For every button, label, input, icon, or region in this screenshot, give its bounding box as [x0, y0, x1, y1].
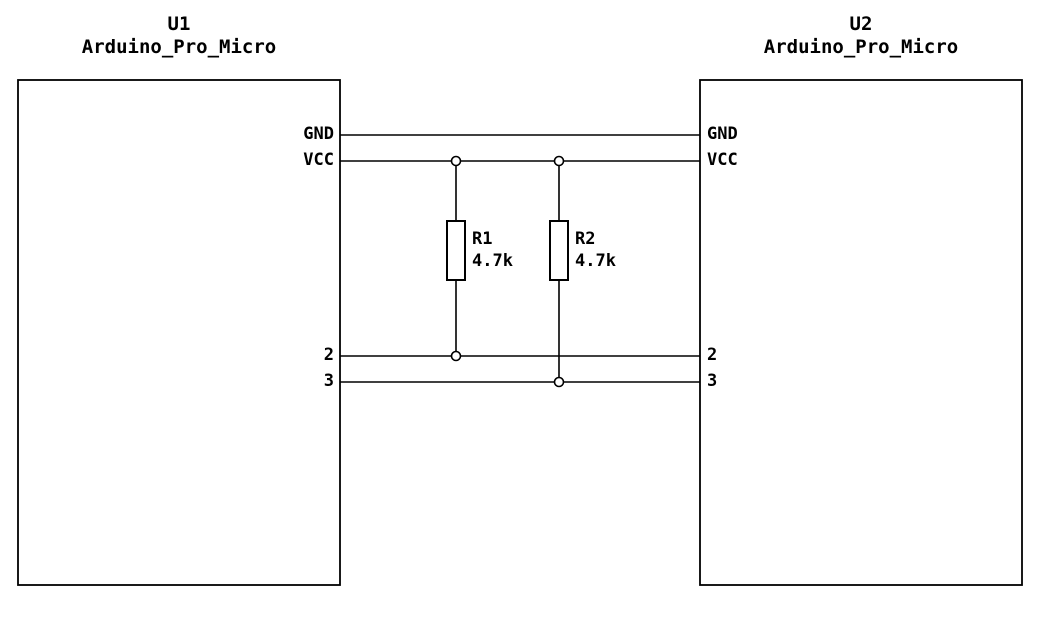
- u2-pin-vcc-label: VCC: [707, 150, 738, 170]
- u1-pin-vcc-label: VCC: [303, 150, 334, 170]
- u2-body: [699, 79, 1023, 586]
- u2-pin-gnd-label: GND: [707, 124, 738, 144]
- resistor-r2: R2 4.7k: [549, 220, 616, 281]
- resistor-r1: R1 4.7k: [446, 220, 513, 281]
- r2-reference: R2: [575, 229, 595, 249]
- junction-r1-pin2: [450, 350, 462, 362]
- junction-r2-vcc: [553, 155, 565, 167]
- r1-body: [446, 220, 466, 281]
- u1-body: [17, 79, 341, 586]
- r2-body: [549, 220, 569, 281]
- component-u1: U1 Arduino_Pro_Micro GND VCC 2 3: [17, 13, 341, 586]
- u2-pin-3-label: 3: [707, 371, 717, 391]
- junction-r1-vcc: [450, 155, 462, 167]
- r1-value: 4.7k: [472, 251, 513, 271]
- junctions: [450, 155, 565, 388]
- u2-pin-2-label: 2: [707, 345, 717, 365]
- u1-pin-3-label: 3: [324, 371, 334, 391]
- junction-r2-pin3: [553, 376, 565, 388]
- u2-reference: U2: [850, 13, 873, 35]
- u1-value: Arduino_Pro_Micro: [82, 36, 276, 58]
- u2-value: Arduino_Pro_Micro: [764, 36, 958, 58]
- component-u2: U2 Arduino_Pro_Micro GND VCC 2 3: [699, 13, 1023, 586]
- u1-pin-gnd-label: GND: [303, 124, 334, 144]
- u1-pin-2-label: 2: [324, 345, 334, 365]
- r2-value: 4.7k: [575, 251, 616, 271]
- wires: [340, 134, 700, 383]
- r1-reference: R1: [472, 229, 492, 249]
- u1-reference: U1: [168, 13, 191, 35]
